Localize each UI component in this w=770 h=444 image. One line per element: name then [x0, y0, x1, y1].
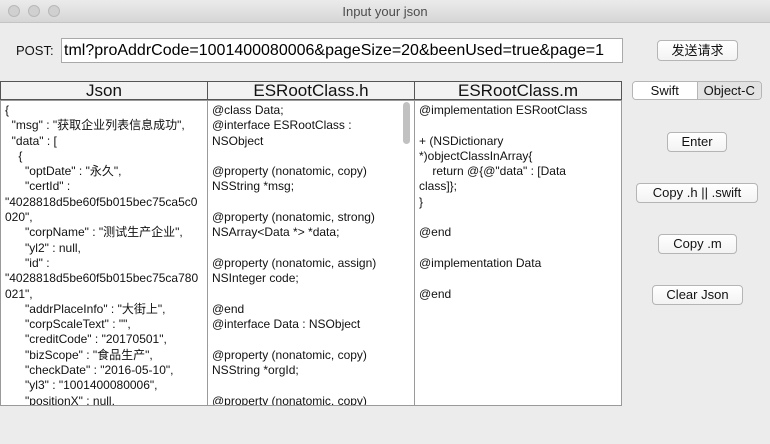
zoom-window-icon[interactable] [48, 5, 60, 17]
implementation-text-area[interactable]: @implementation ESRootClass + (NSDiction… [414, 100, 622, 406]
json-column-header: Json [0, 81, 208, 100]
implementation-column-header: ESRootClass.m [414, 81, 622, 100]
send-request-button[interactable]: 发送请求 [657, 40, 738, 61]
object-c-option[interactable]: Object-C [697, 82, 761, 99]
post-label: POST: [16, 43, 54, 58]
url-input[interactable]: tml?proAddrCode=1001400080006&pageSize=2… [61, 38, 623, 63]
copy-h-swift-button[interactable]: Copy .h || .swift [636, 183, 758, 203]
window-titlebar: Input your json [0, 0, 770, 23]
close-window-icon[interactable] [8, 5, 20, 17]
minimize-window-icon[interactable] [28, 5, 40, 17]
header-text: @class Data; @interface ESRootClass : NS… [212, 103, 377, 406]
json-text: { "msg" : "获取企业列表信息成功", "data" : [ { "op… [5, 103, 199, 406]
header-pane-scrollbar[interactable] [403, 102, 410, 144]
implementation-text: @implementation ESRootClass + (NSDiction… [419, 103, 588, 301]
enter-button[interactable]: Enter [667, 132, 727, 152]
clear-json-button[interactable]: Clear Json [652, 285, 743, 305]
window-title: Input your json [342, 4, 428, 19]
header-text-area[interactable]: @class Data; @interface ESRootClass : NS… [207, 100, 415, 406]
header-file-column-header: ESRootClass.h [207, 81, 415, 100]
swift-option[interactable]: Swift [633, 82, 698, 99]
json-text-area[interactable]: { "msg" : "获取企业列表信息成功", "data" : [ { "op… [0, 100, 208, 406]
language-toggle[interactable]: Swift Object-C [632, 81, 762, 100]
copy-m-button[interactable]: Copy .m [658, 234, 737, 254]
